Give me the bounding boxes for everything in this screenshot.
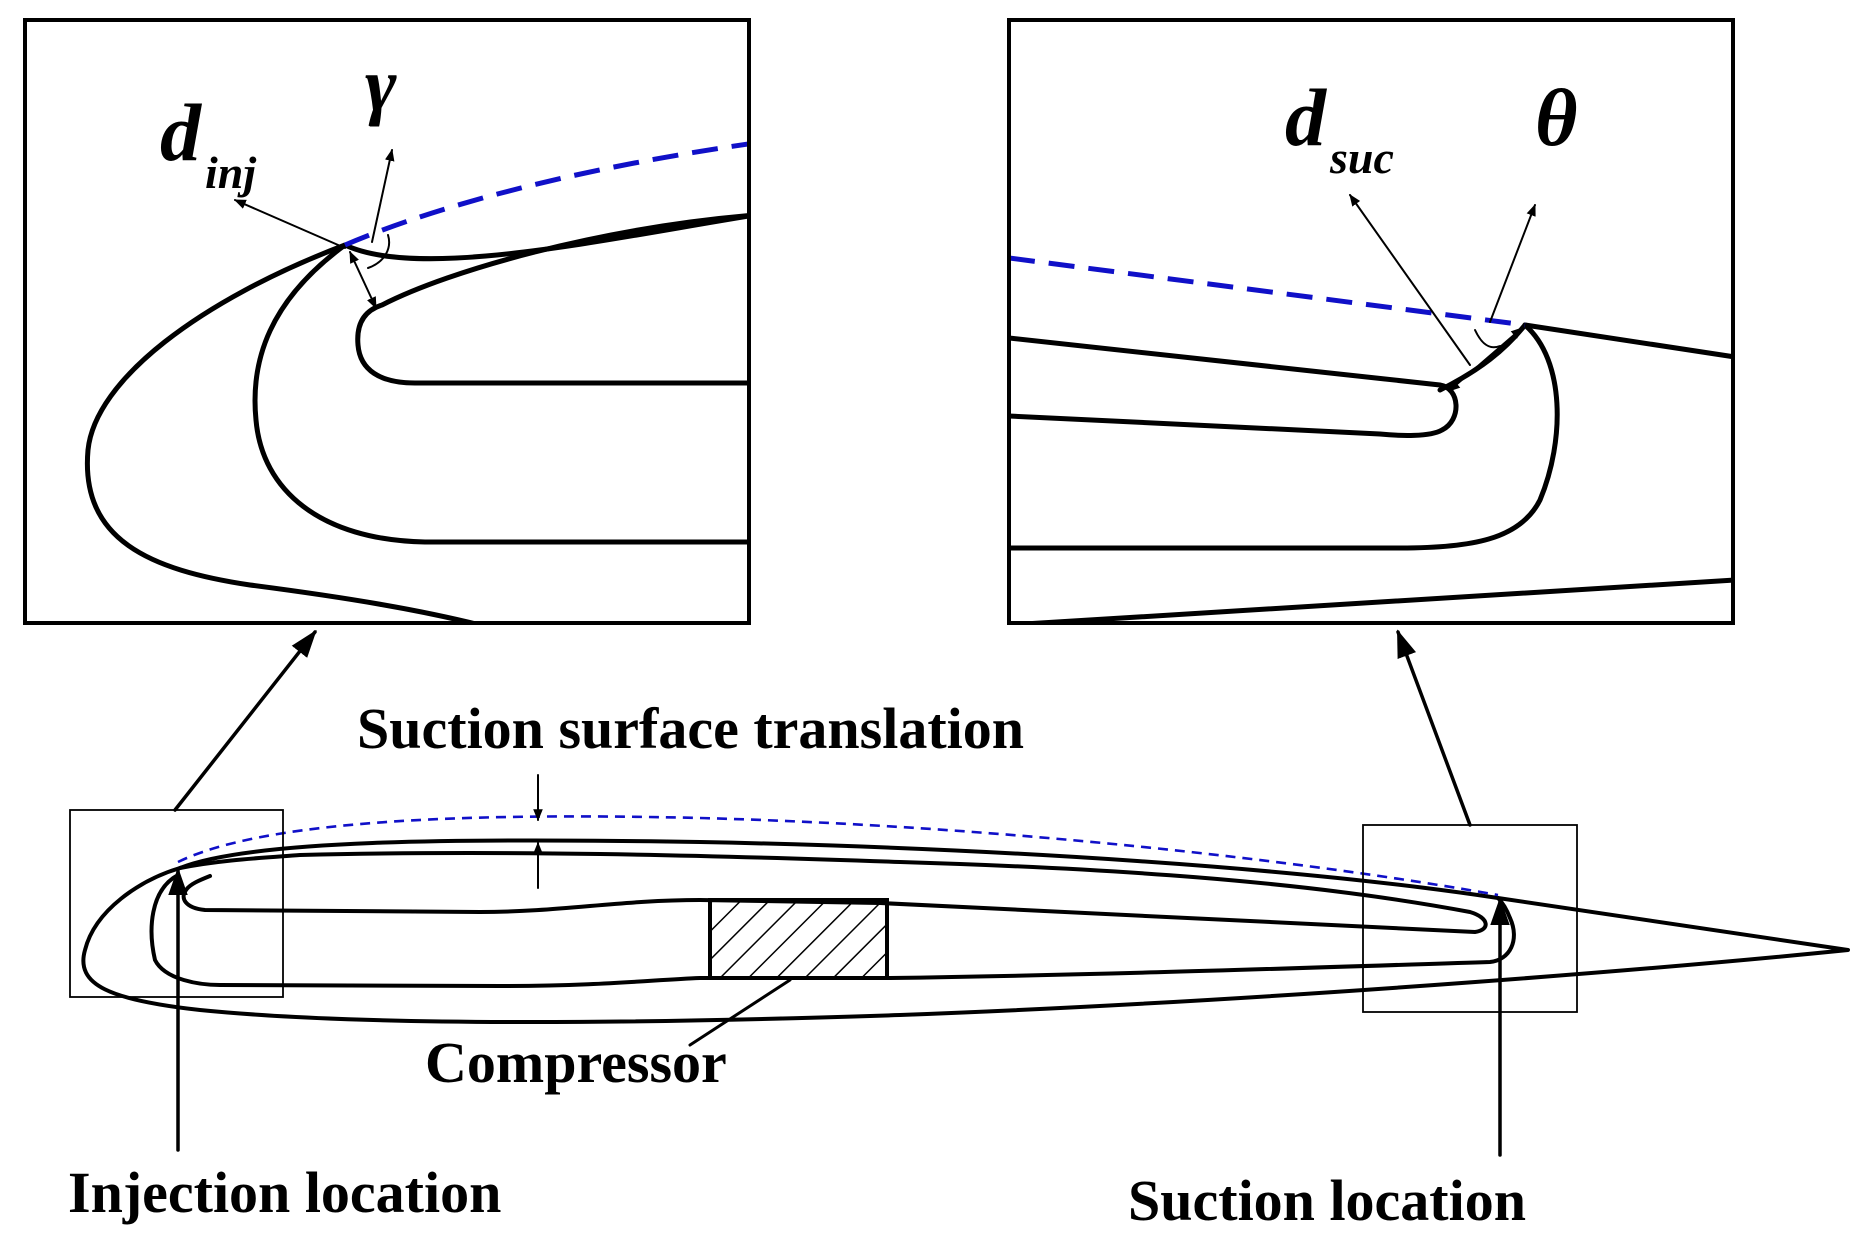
theta-arrow bbox=[1489, 203, 1536, 323]
theta-label: θ bbox=[1535, 72, 1578, 163]
airfoil-profile bbox=[81, 838, 1850, 1024]
gamma-angle-arc bbox=[367, 234, 390, 269]
duct-upper-wall bbox=[1009, 335, 1459, 438]
inner-cavity bbox=[355, 213, 749, 386]
injection-detail-panel: dinj γ bbox=[23, 18, 751, 625]
suction-surface-translation-label: Suction surface translation bbox=[357, 696, 1024, 761]
d-suc-label: dsuc bbox=[1285, 72, 1394, 183]
compressor-leader bbox=[688, 978, 792, 1047]
suction-plenum-wall bbox=[1009, 322, 1560, 551]
suction-location-label: Suction location bbox=[1128, 1168, 1526, 1233]
airfoil-outer-leading-edge bbox=[84, 213, 749, 623]
slot-width-arrow bbox=[1448, 327, 1523, 392]
injection-detail-frame bbox=[23, 18, 751, 625]
airfoil-inner-plenum bbox=[149, 873, 1516, 988]
theta-angle-arc bbox=[1474, 329, 1501, 349]
compressor-label: Compressor bbox=[425, 1030, 727, 1095]
airfoil-upper-surface-aft bbox=[1522, 322, 1733, 360]
d-inj-label: dinj bbox=[160, 87, 256, 198]
suction-detail-panel: dsuc θ bbox=[1007, 18, 1735, 625]
translated-surface-full bbox=[177, 815, 1499, 897]
jet-width-arrow bbox=[349, 250, 377, 310]
right-zoom-connector bbox=[1396, 629, 1472, 827]
left-zoom-connector bbox=[173, 629, 317, 812]
suction-zoom-box bbox=[1362, 824, 1578, 1013]
airfoil-lower-surface-aft bbox=[1009, 577, 1733, 623]
injection-zoom-box bbox=[69, 809, 284, 998]
airfoil-inner-duct bbox=[178, 850, 1488, 934]
gamma-label: γ bbox=[365, 43, 397, 127]
compressor-block bbox=[708, 898, 889, 980]
gamma-arrow bbox=[371, 148, 395, 243]
translated-suction-surface bbox=[344, 141, 749, 248]
plenum-wall bbox=[252, 242, 749, 545]
d-suc-arrow bbox=[1349, 194, 1471, 366]
full-airfoil bbox=[69, 774, 1850, 1157]
d-inj-arrow bbox=[233, 199, 346, 249]
injection-location-label: Injection location bbox=[68, 1160, 501, 1225]
translated-suction-surface-aft bbox=[1009, 255, 1526, 328]
suction-slot-lip bbox=[1437, 322, 1528, 393]
suction-detail-frame bbox=[1007, 18, 1735, 625]
